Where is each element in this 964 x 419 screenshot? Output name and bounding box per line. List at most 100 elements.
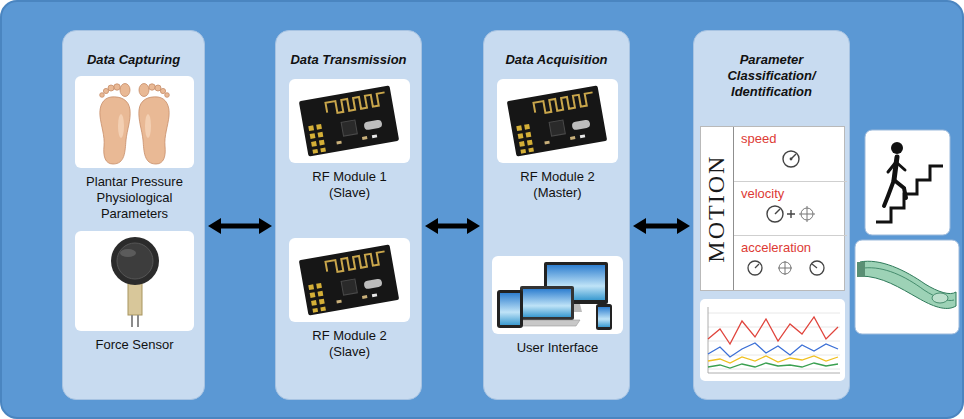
- art-rect: [857, 262, 865, 277]
- stage-heading: Data Acquisition: [484, 31, 629, 68]
- art-rect: [320, 307, 326, 312]
- motion-title-cell: MOTION: [701, 127, 734, 290]
- art-circle: [111, 237, 159, 285]
- stage-panel: Data Acquisition RF Module 2 (Master) Us…: [483, 30, 630, 400]
- arrow-head: [425, 218, 438, 234]
- art-ellipse: [120, 84, 130, 97]
- stage-panel: Data Transmission RF Module 1 (Slave): [275, 30, 422, 400]
- arrow-shaft: [435, 224, 470, 229]
- art-polyline: [708, 363, 838, 368]
- art-rect: [319, 140, 325, 146]
- art-ellipse: [145, 114, 151, 138]
- art-rect: [570, 136, 575, 140]
- art-path: [755, 264, 759, 268]
- art-ellipse: [118, 114, 124, 138]
- art-rect: [316, 283, 322, 289]
- art-rect: [372, 293, 377, 297]
- motion-rows: speed velocity acceleration: [734, 127, 847, 290]
- image-caption: User Interface: [503, 340, 613, 356]
- art-polyline: [708, 356, 838, 363]
- art-g: [507, 85, 607, 156]
- art-path: [860, 261, 956, 308]
- arrow-head: [208, 218, 221, 234]
- motion-term: speed: [741, 131, 841, 147]
- art-rect: [75, 76, 194, 168]
- art-path: [778, 261, 792, 275]
- motion-term: velocity: [741, 186, 841, 202]
- art-circle: [155, 85, 161, 91]
- image-caption: RF Module 1 (Slave): [300, 169, 400, 201]
- velocity-icon: [741, 202, 841, 226]
- art-circle: [149, 84, 155, 90]
- image-tile: Force Sensor: [75, 231, 194, 353]
- image-tile: RF Module 1 (Slave): [289, 79, 410, 201]
- art-circle: [767, 206, 783, 222]
- force-sensor-photo: [75, 231, 194, 331]
- image-tile: RF Module 2 (Slave): [289, 238, 410, 360]
- feet-illustration: [75, 76, 194, 168]
- art-rect: [524, 124, 530, 130]
- art-circle: [779, 262, 791, 274]
- image-caption: RF Module 2 (Master): [508, 169, 608, 201]
- art-rect: [372, 134, 377, 138]
- art-rect: [311, 141, 317, 147]
- art-path: [325, 92, 386, 114]
- art-path: [894, 180, 906, 198]
- art-path: [876, 166, 943, 222]
- art-circle: [108, 85, 114, 91]
- double-arrow: [208, 218, 272, 234]
- rf-module-photo: [497, 79, 618, 163]
- art-rect: [310, 133, 316, 139]
- art-polyline: [708, 317, 838, 344]
- art-circle: [783, 151, 799, 167]
- art-rect: [312, 308, 318, 313]
- speed-icon: [741, 147, 841, 171]
- art-rect: [507, 85, 607, 156]
- arrow-head: [633, 218, 646, 234]
- art-g: [299, 85, 399, 156]
- arrow-head: [677, 218, 690, 234]
- double-arrow: [425, 218, 480, 234]
- image-caption: Force Sensor: [75, 337, 194, 353]
- art-rect: [855, 240, 959, 334]
- art-rect: [320, 148, 326, 153]
- art-path: [894, 157, 897, 180]
- double-arrow: [633, 218, 690, 234]
- art-rect: [289, 238, 410, 322]
- art-rect: [289, 79, 410, 163]
- art-circle: [100, 93, 105, 98]
- art-g: [139, 84, 169, 165]
- art-circle: [810, 261, 824, 275]
- art-rect: [308, 284, 314, 290]
- art-rect: [865, 130, 950, 235]
- art-rect: [312, 149, 318, 154]
- rf-module-photo: [289, 238, 410, 322]
- art-rect: [362, 136, 367, 140]
- art-circle: [103, 88, 108, 93]
- art-rect: [497, 290, 523, 328]
- art-ellipse: [120, 249, 136, 257]
- art-g: [100, 84, 130, 165]
- art-rect: [75, 231, 194, 331]
- art-rect: [528, 148, 534, 153]
- art-circle: [114, 84, 120, 90]
- art-circle: [160, 88, 165, 93]
- art-path: [799, 206, 815, 222]
- art-rect: [341, 120, 357, 136]
- motion-row: acceleration: [734, 236, 847, 290]
- art-rect: [571, 119, 590, 130]
- art-rect: [341, 279, 357, 295]
- motion-title: MOTION: [702, 154, 731, 262]
- stage-heading: Data Capturing: [63, 31, 204, 68]
- art-rect: [527, 140, 533, 146]
- art-rect: [299, 244, 399, 315]
- art-rect: [319, 299, 325, 305]
- art-rect: [492, 256, 623, 334]
- image-caption: Plantar Pressure Physiological Parameter…: [75, 174, 194, 222]
- stairs-icon: [865, 130, 950, 235]
- art-circle: [891, 142, 903, 154]
- art-rect: [500, 293, 520, 325]
- art-path: [132, 315, 138, 327]
- stage-heading: Parameter Classification/ Identification: [694, 31, 849, 100]
